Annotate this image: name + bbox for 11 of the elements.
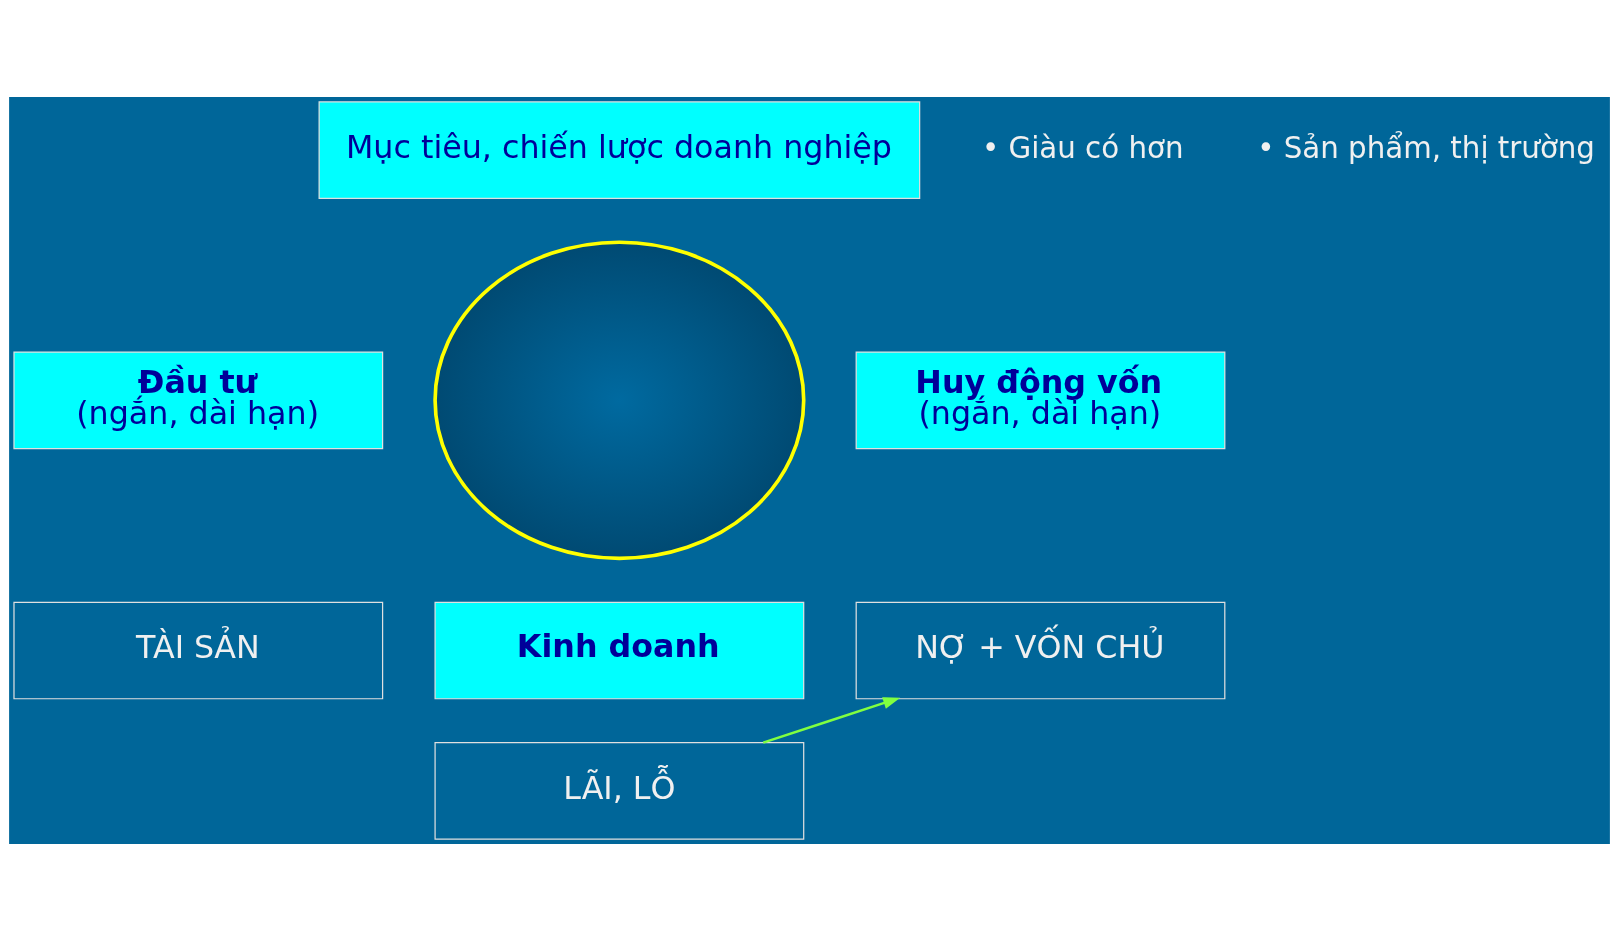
node-box: Mục tiêu, chiến lược doanh nghiệp [318,100,920,199]
node-box: TÀI SẢN [12,601,383,699]
label: • Sản phẩm, thị trường [1256,130,1595,165]
node-box: Kinh doanh [433,601,804,699]
label: • Giàu có hơn [981,130,1183,165]
node-box: NỢ + VỐN CHỦ [855,601,1225,699]
node-box: Đầu tư (ngắn, dài hạn) [12,351,383,449]
node-box: LÃI, LỖ [433,741,804,840]
arrow [762,696,900,744]
node-ellipse [432,239,806,560]
node-box: Huy động vốn (ngắn, dài hạn) [855,351,1225,449]
